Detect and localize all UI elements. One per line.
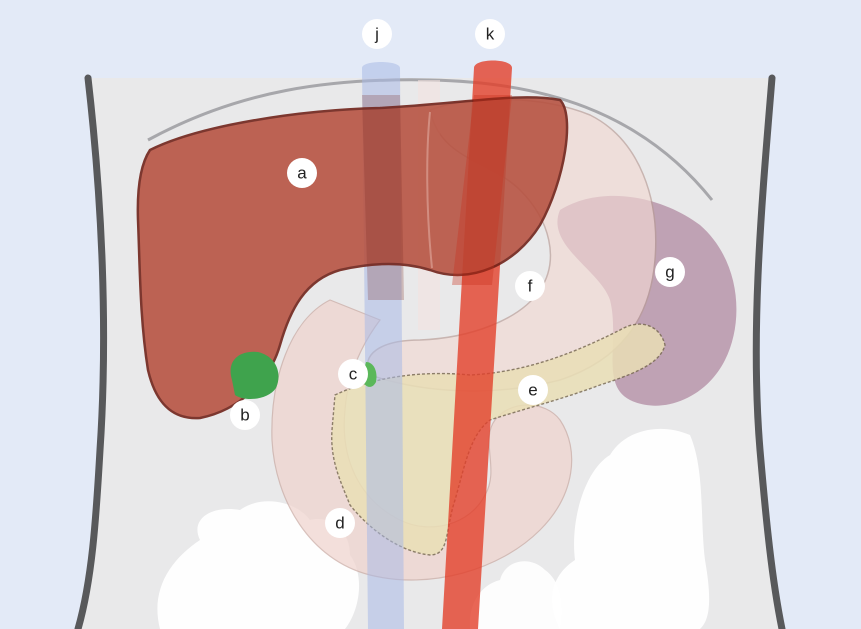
label-c-text: c <box>349 365 358 384</box>
label-a: a <box>287 158 317 188</box>
label-j-text: j <box>374 25 379 44</box>
label-e-text: e <box>528 381 537 400</box>
label-b: b <box>230 400 260 430</box>
label-k: k <box>475 19 505 49</box>
label-a-text: a <box>297 164 307 183</box>
vena-cava-over-liver <box>362 95 404 300</box>
label-d-text: d <box>335 514 344 533</box>
label-c: c <box>338 359 368 389</box>
label-k-text: k <box>486 25 495 44</box>
label-b-text: b <box>240 406 249 425</box>
label-d: d <box>325 508 355 538</box>
label-g: g <box>655 257 685 287</box>
label-e: e <box>518 375 548 405</box>
label-f-text: f <box>528 277 533 296</box>
label-f: f <box>515 271 545 301</box>
label-g-text: g <box>665 263 674 282</box>
label-j: j <box>362 19 392 49</box>
